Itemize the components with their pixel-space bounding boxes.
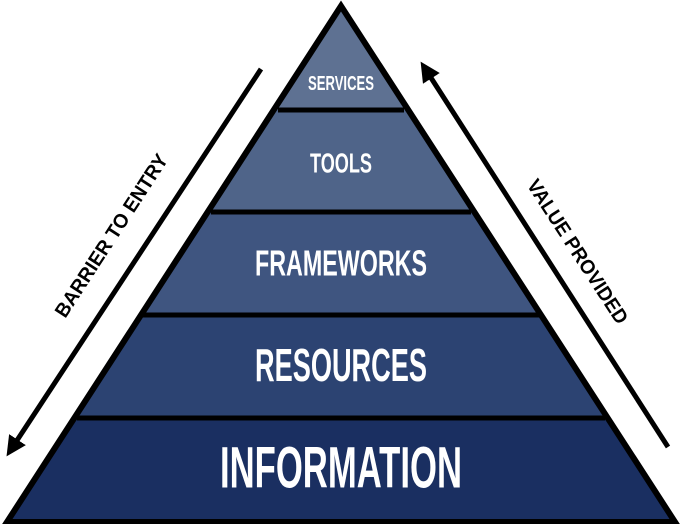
tier-services-label: SERVICES — [308, 73, 374, 95]
tier-frameworks-label: FRAMEWORKS — [255, 243, 427, 284]
barrier-arrow — [6, 67, 264, 457]
tier-frameworks-band — [142, 212, 540, 315]
value-arrow — [420, 61, 671, 449]
tier-tools-band — [210, 110, 472, 212]
tier-resources-band — [76, 315, 606, 418]
tier-information-band — [11, 418, 671, 520]
tier-tools-label: TOOLS — [310, 148, 372, 179]
tier-information-label: INFORMATION — [220, 436, 462, 501]
tier-services-band — [277, 10, 405, 110]
tier-resources-label: RESOURCES — [255, 339, 427, 391]
